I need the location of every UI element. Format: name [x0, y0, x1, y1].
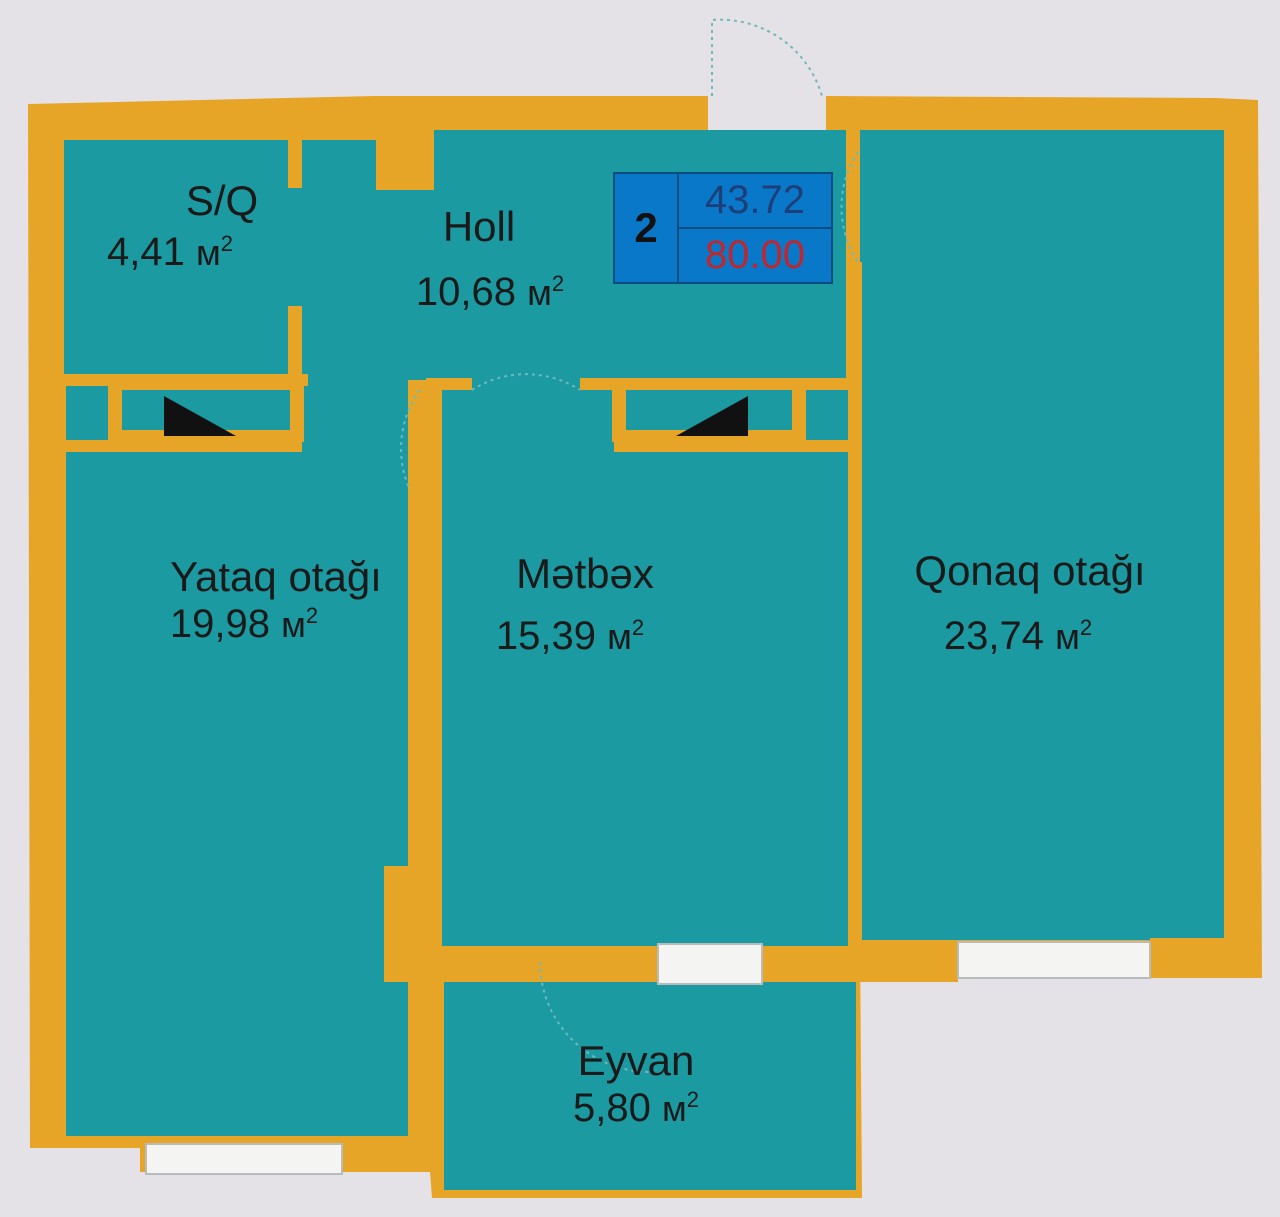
door-qonaq	[840, 151, 859, 263]
room-label-holl: Holl	[442, 203, 516, 250]
wall-qonaq-top	[846, 130, 860, 154]
living-area-value: 43.72	[679, 174, 831, 229]
room-label-yataq: Yataq otağı	[170, 553, 382, 600]
wall-qonaq-bottom-right	[1150, 938, 1224, 978]
wall-yataq-metbex	[428, 380, 442, 870]
room-area-eyvan: 5,80 м2	[573, 1086, 699, 1130]
wall-corridor-left	[64, 374, 308, 386]
wall-sq-divider-lower	[288, 306, 302, 386]
door-yataq	[400, 389, 421, 491]
wall-balcony-right	[762, 946, 958, 982]
wall-qonaq-left	[848, 262, 862, 952]
wall-column-lower	[384, 866, 440, 982]
apartment-badge: 2 43.72 80.00	[613, 172, 833, 284]
room-label-metbex: Mətbəx	[516, 550, 654, 597]
room-label-eyvan: Eyvan	[577, 1037, 695, 1084]
room-qonaq	[860, 130, 1224, 940]
total-area-value: 80.00	[704, 233, 806, 277]
wall-yataq-right	[408, 980, 444, 1172]
room-yataq	[66, 380, 408, 1136]
room-area-metbex: 15,39 м2	[495, 614, 645, 658]
room-area-holl: 10,68 м2	[415, 270, 565, 314]
room-count: 2	[615, 174, 679, 282]
room-eyvan	[444, 982, 856, 1190]
room-area-yataq: 19,98 м2	[169, 602, 319, 646]
room-metbex	[442, 380, 848, 946]
room-label-sq: S/Q	[185, 177, 259, 224]
window-yataq	[145, 1143, 343, 1175]
window-qonaq	[957, 941, 1151, 979]
entrance-door-swing	[711, 18, 823, 97]
door-balcony	[539, 961, 651, 1073]
wall-balcony-left	[440, 946, 540, 982]
wardrobe-door-right	[676, 396, 748, 436]
window-metbex	[657, 943, 763, 985]
room-sq	[64, 140, 296, 380]
wall-sq-divider	[288, 140, 302, 188]
wardrobe-door-left	[164, 396, 236, 436]
room-area-sq: 4,41 м2	[107, 230, 233, 274]
door-holl-metbex	[471, 373, 581, 391]
room-area-qonaq: 23,74 м2	[943, 614, 1093, 658]
wall-column	[376, 128, 434, 190]
room-label-qonaq: Qonaq otağı	[914, 547, 1146, 594]
